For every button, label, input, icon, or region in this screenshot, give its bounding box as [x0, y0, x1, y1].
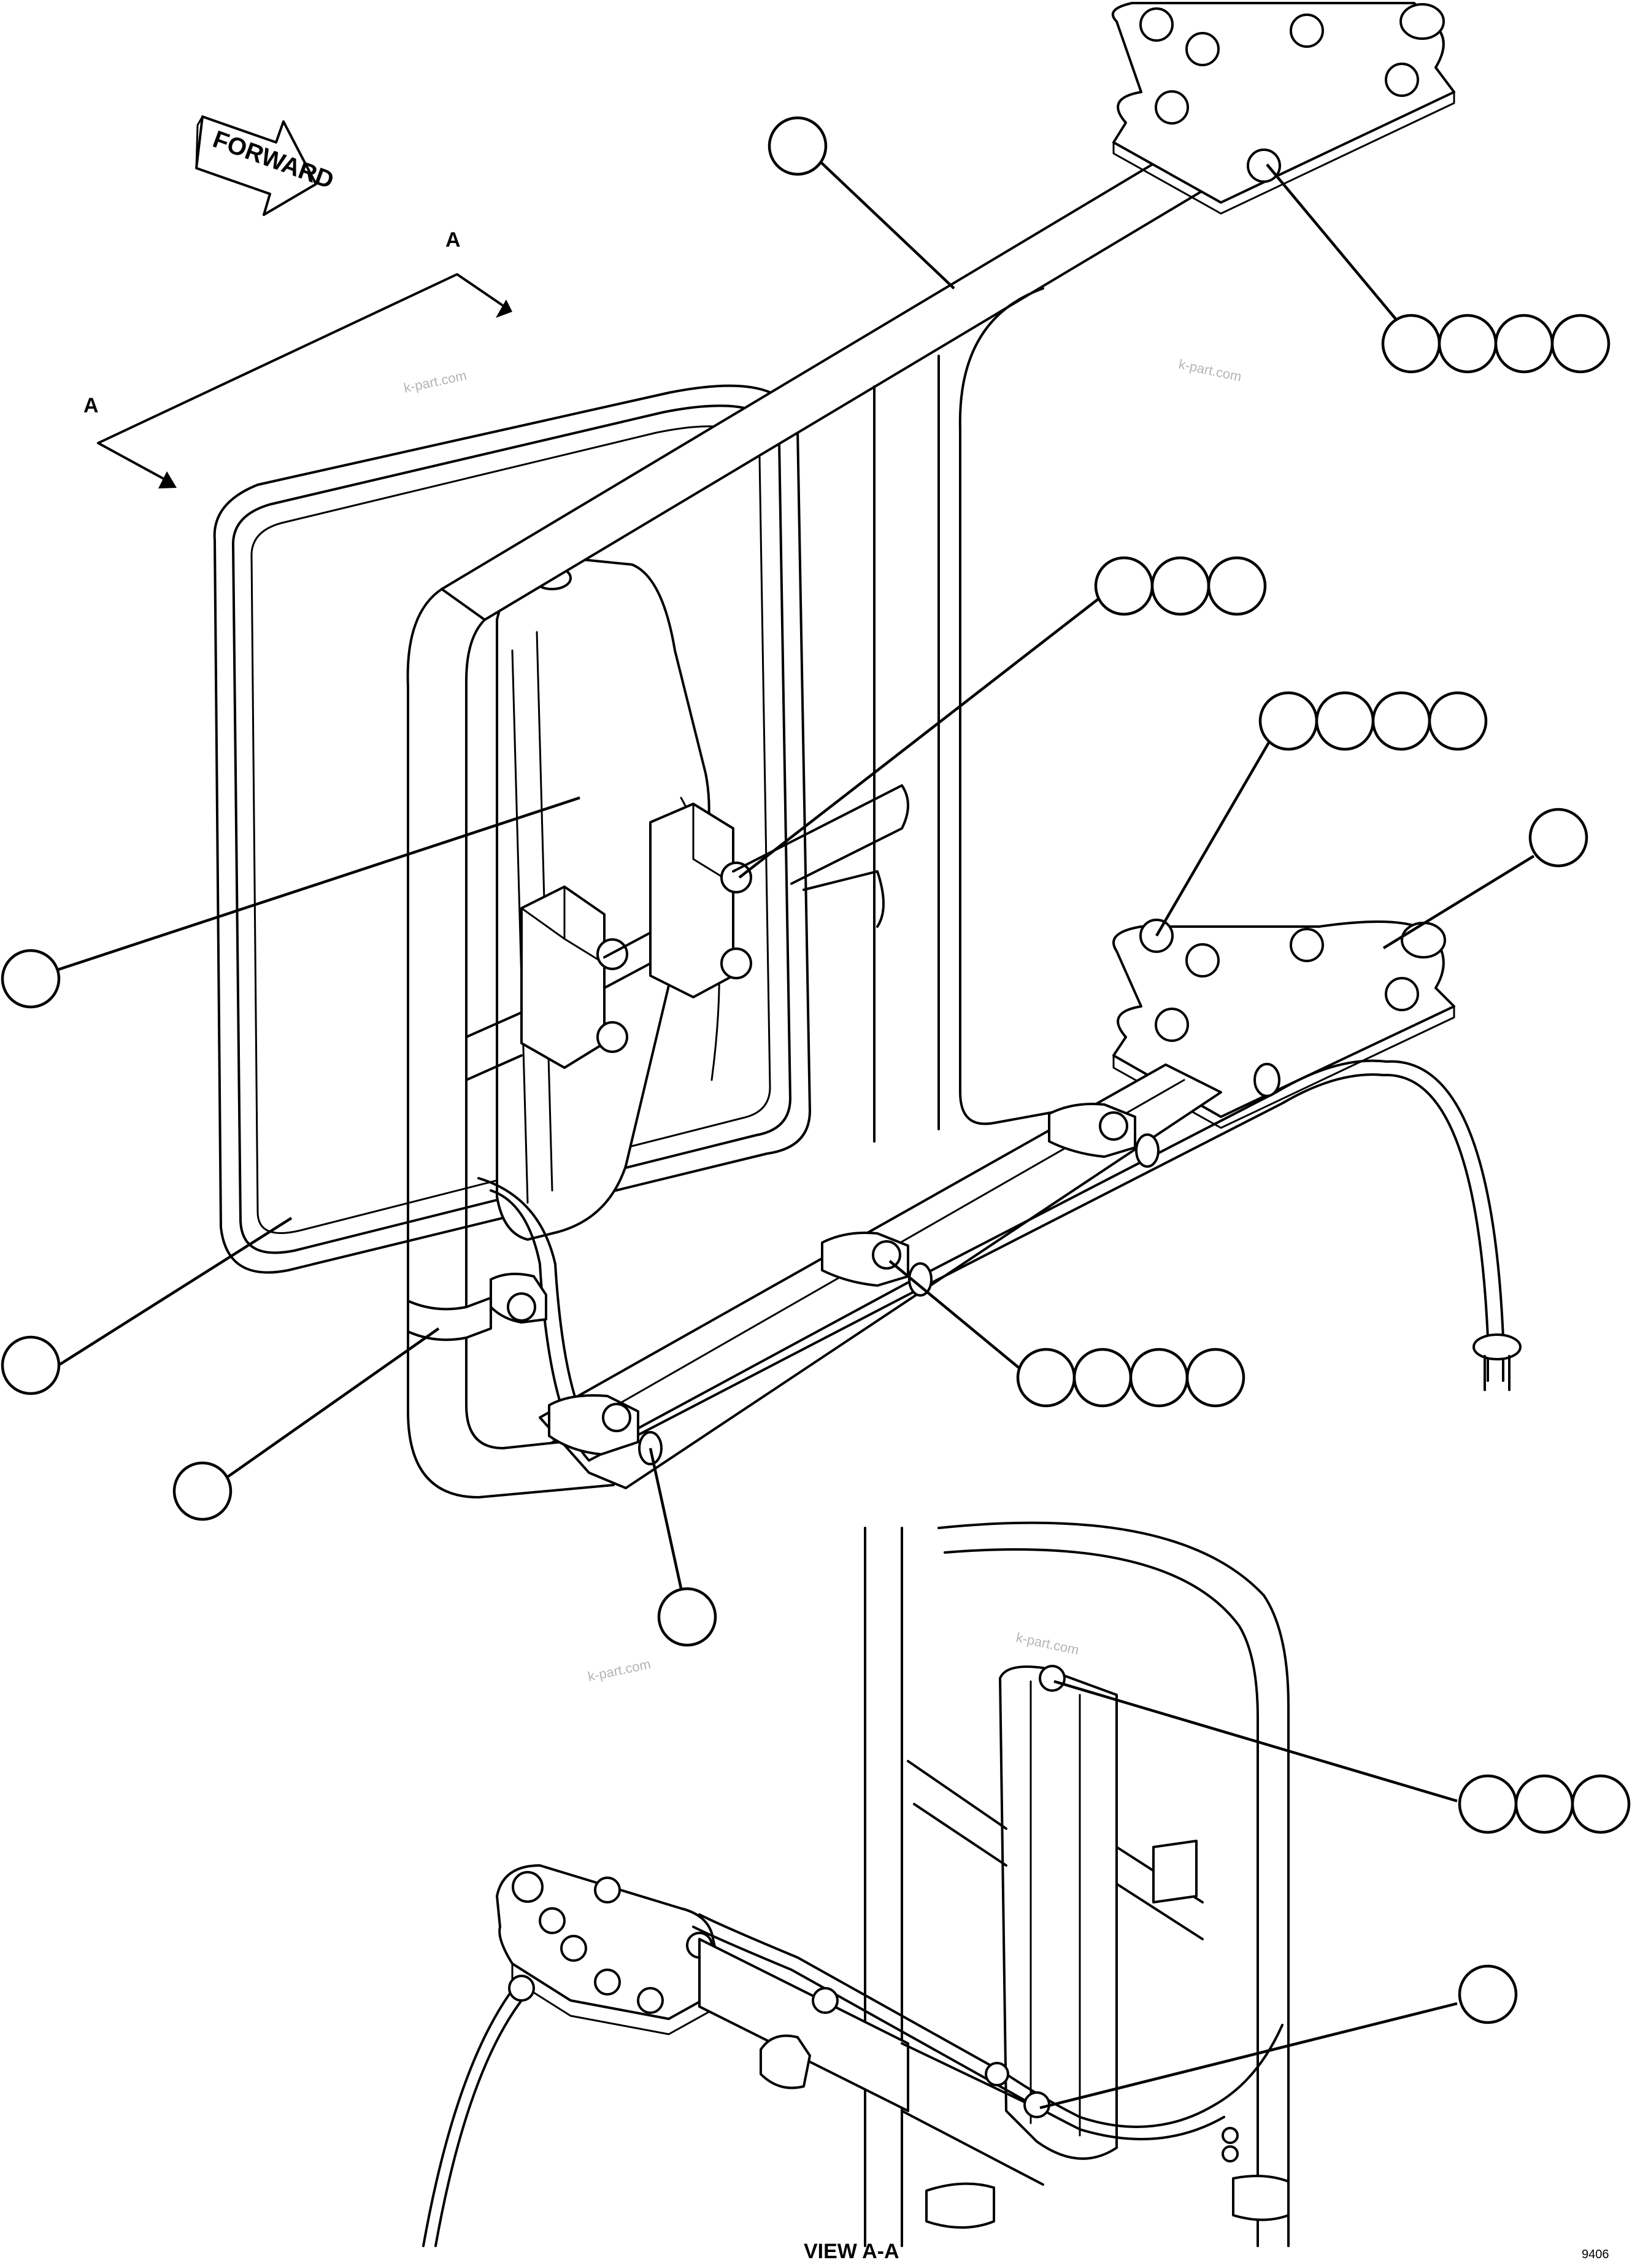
callout-mirror-head — [1, 949, 61, 1009]
leader-lines — [57, 155, 1535, 2110]
callout-cable-clip — [657, 1587, 717, 1647]
callout-mirror-clamp-bolt — [1094, 556, 1267, 616]
callout-bracket-bolts-lower — [1258, 691, 1488, 751]
lower-tube-and-cable — [407, 1059, 1522, 1489]
mirror-clamps — [465, 784, 909, 1081]
callout-bracket-bolts-top — [1381, 314, 1611, 374]
drawing-code: 9406 — [1582, 2248, 1609, 2261]
section-cut-line: A A — [83, 228, 512, 488]
callout-lower-bracket — [1528, 808, 1588, 868]
callout-cable-clip-bolts — [1016, 1348, 1245, 1408]
callout-support-arm — [768, 116, 828, 176]
section-arrowhead-icon — [158, 471, 177, 488]
watermark: k-part.com — [402, 368, 468, 396]
forward-arrow: FORWARD — [195, 115, 337, 216]
top-bracket — [1112, 2, 1455, 215]
watermark: k-part.com — [587, 1656, 652, 1684]
callout-bubbles — [1, 116, 1631, 2024]
section-arrowhead-icon — [496, 299, 512, 318]
lower-bracket — [1112, 919, 1455, 1129]
callout-mirror-glass — [1, 1335, 61, 1395]
callout-tube-strap — [172, 1461, 233, 1521]
callout-view-top-bolt — [1458, 1774, 1631, 1834]
callout-view-cable-clip — [1458, 1964, 1518, 2024]
view-a-a — [422, 1521, 1290, 2247]
watermark: k-part.com — [1177, 356, 1243, 384]
view-caption: VIEW A-A — [804, 2240, 899, 2263]
watermark: k-part.com — [1015, 1629, 1080, 1657]
section-letter-top: A — [445, 228, 461, 252]
section-letter-left: A — [83, 394, 99, 417]
